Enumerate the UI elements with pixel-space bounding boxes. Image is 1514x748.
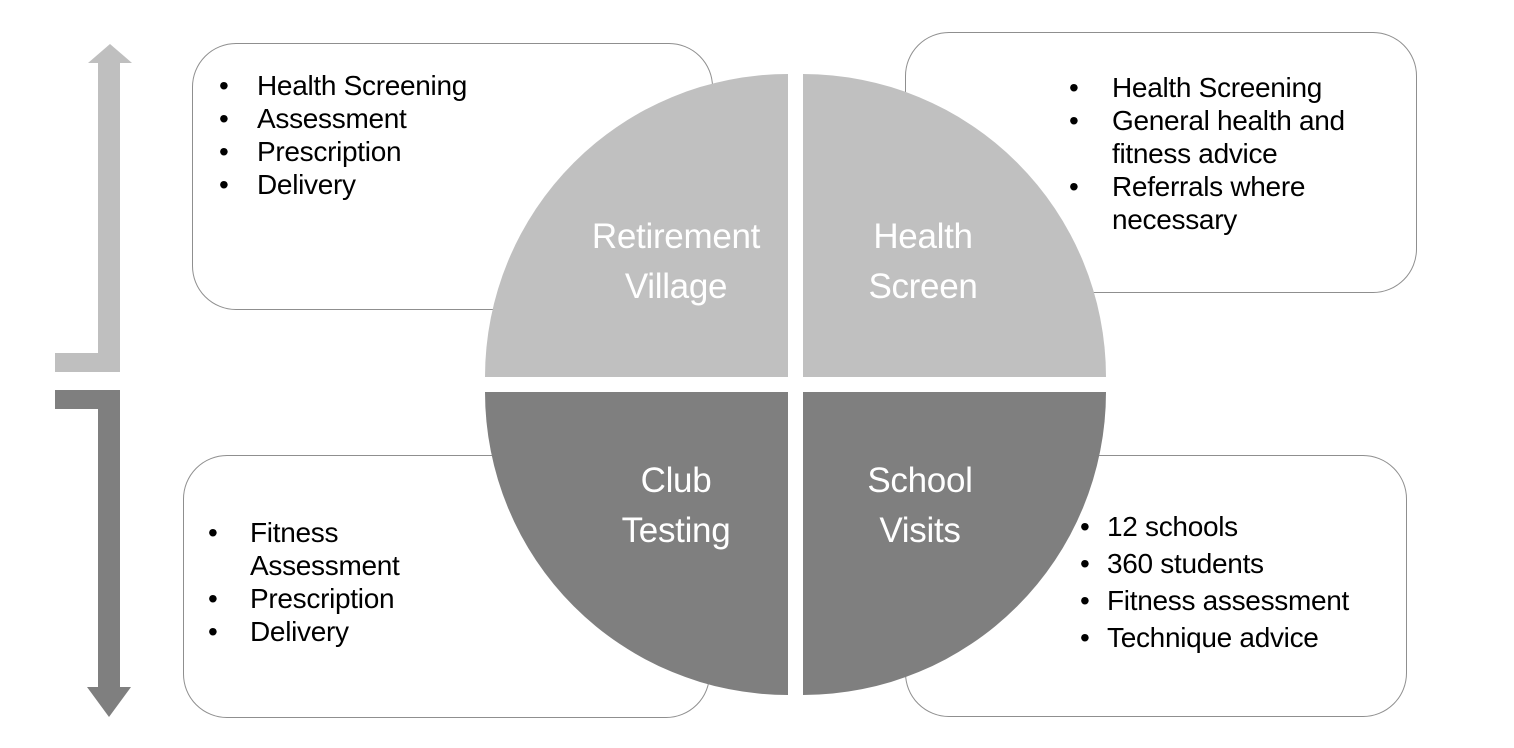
bullet-item: Fitness assessment — [1080, 582, 1400, 619]
bullet-item: Technique advice — [1080, 619, 1400, 656]
bullet-item: Health Screening — [219, 69, 679, 102]
label-line: Club — [640, 461, 712, 500]
bullet-item: Referrals where necessary — [1069, 170, 1392, 236]
up-arrow-shaft — [98, 61, 120, 372]
bullet-list-school-visits: 12 schools360 studentsFitness assessment… — [1080, 508, 1400, 656]
bullet-item: Delivery — [219, 168, 679, 201]
quadrant-label-club-testing: Club Testing — [526, 456, 826, 556]
label-line: Testing — [621, 511, 731, 550]
down-arrow-head — [87, 687, 131, 717]
up-arrow-head — [88, 44, 132, 63]
down-arrow-shaft — [98, 390, 120, 687]
bullet-list-club-testing: Fitness AssessmentPrescriptionDelivery — [208, 516, 435, 648]
bullet-item: 360 students — [1080, 545, 1400, 582]
bullet-item: Prescription — [219, 135, 679, 168]
label-line: School — [867, 461, 973, 500]
bullet-item: Prescription — [208, 582, 435, 615]
label-line: Retirement — [591, 217, 761, 256]
bullet-item: General health and fitness advice — [1069, 104, 1392, 170]
bullet-item: Fitness Assessment — [208, 516, 435, 582]
quadrant-label-retirement-village: Retirement Village — [526, 212, 826, 312]
bullet-item: 12 schools — [1080, 508, 1400, 545]
bullet-list-health-screen: Health ScreeningGeneral health and fitne… — [1069, 71, 1392, 236]
quadrant-label-school-visits: School Visits — [770, 456, 1070, 556]
label-line: Visits — [879, 511, 961, 550]
bullet-item: Assessment — [219, 102, 679, 135]
label-line: Screen — [868, 267, 978, 306]
bullet-list-retirement-village: Health ScreeningAssessmentPrescriptionDe… — [219, 69, 679, 201]
up-arrow-foot — [55, 353, 120, 372]
bullet-item: Health Screening — [1069, 71, 1392, 104]
bullet-item: Delivery — [208, 615, 435, 648]
quadrant-label-health-screen: Health Screen — [773, 212, 1073, 312]
label-line: Village — [624, 267, 728, 306]
label-line: Health — [873, 217, 973, 256]
